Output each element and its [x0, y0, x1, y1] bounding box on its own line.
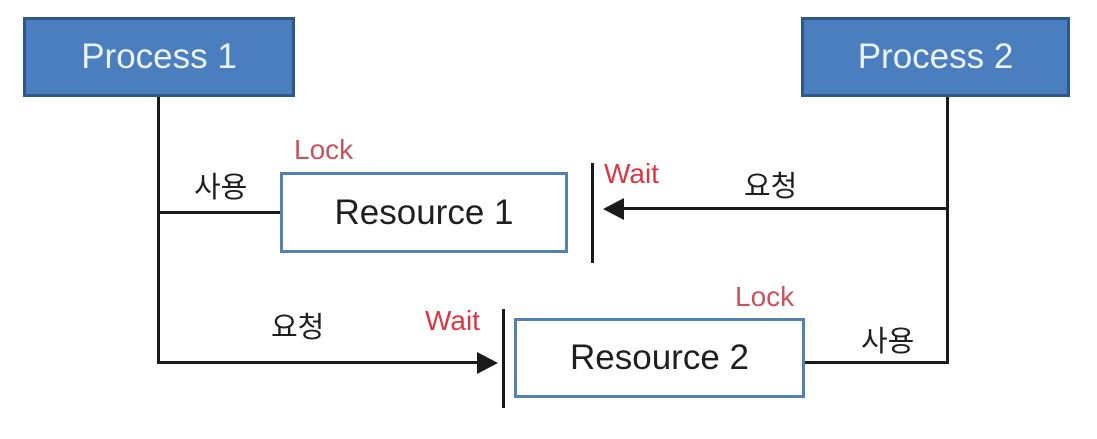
use-label-p1-r1: 사용 — [194, 172, 248, 204]
use-label-p2-r2: 사용 — [861, 326, 915, 358]
connector-p1-request-r2 — [157, 361, 479, 364]
request-label-p2-r1: 요청 — [744, 171, 798, 203]
connector-p1-use-r1 — [157, 211, 283, 214]
process1-label: Process 1 — [81, 37, 237, 76]
resource2-label: Resource 2 — [570, 338, 749, 377]
process1-box: Process 1 — [23, 17, 295, 97]
wait-bar-resource1 — [591, 163, 594, 263]
arrowhead-left-icon — [603, 198, 624, 220]
arrowhead-right-icon — [477, 352, 498, 374]
connector-process1-vertical — [157, 97, 160, 364]
request-label-p1-r2: 요청 — [271, 312, 325, 344]
connector-process2-vertical — [946, 97, 949, 364]
process2-label: Process 2 — [857, 37, 1014, 76]
resource1-label: Resource 1 — [334, 192, 514, 232]
connector-p2-request-r1 — [622, 207, 949, 210]
lock-label-resource2: Lock — [735, 281, 795, 312]
resource2-box: Resource 2 — [514, 318, 805, 398]
wait-label-resource1: Wait — [604, 158, 659, 189]
connector-p2-use-r2 — [805, 361, 949, 364]
wait-label-resource2: Wait — [425, 305, 480, 336]
resource1-box: Resource 1 — [280, 172, 568, 253]
process2-box: Process 2 — [801, 17, 1070, 97]
lock-label-resource1: Lock — [294, 134, 354, 165]
wait-bar-resource2 — [502, 309, 505, 408]
